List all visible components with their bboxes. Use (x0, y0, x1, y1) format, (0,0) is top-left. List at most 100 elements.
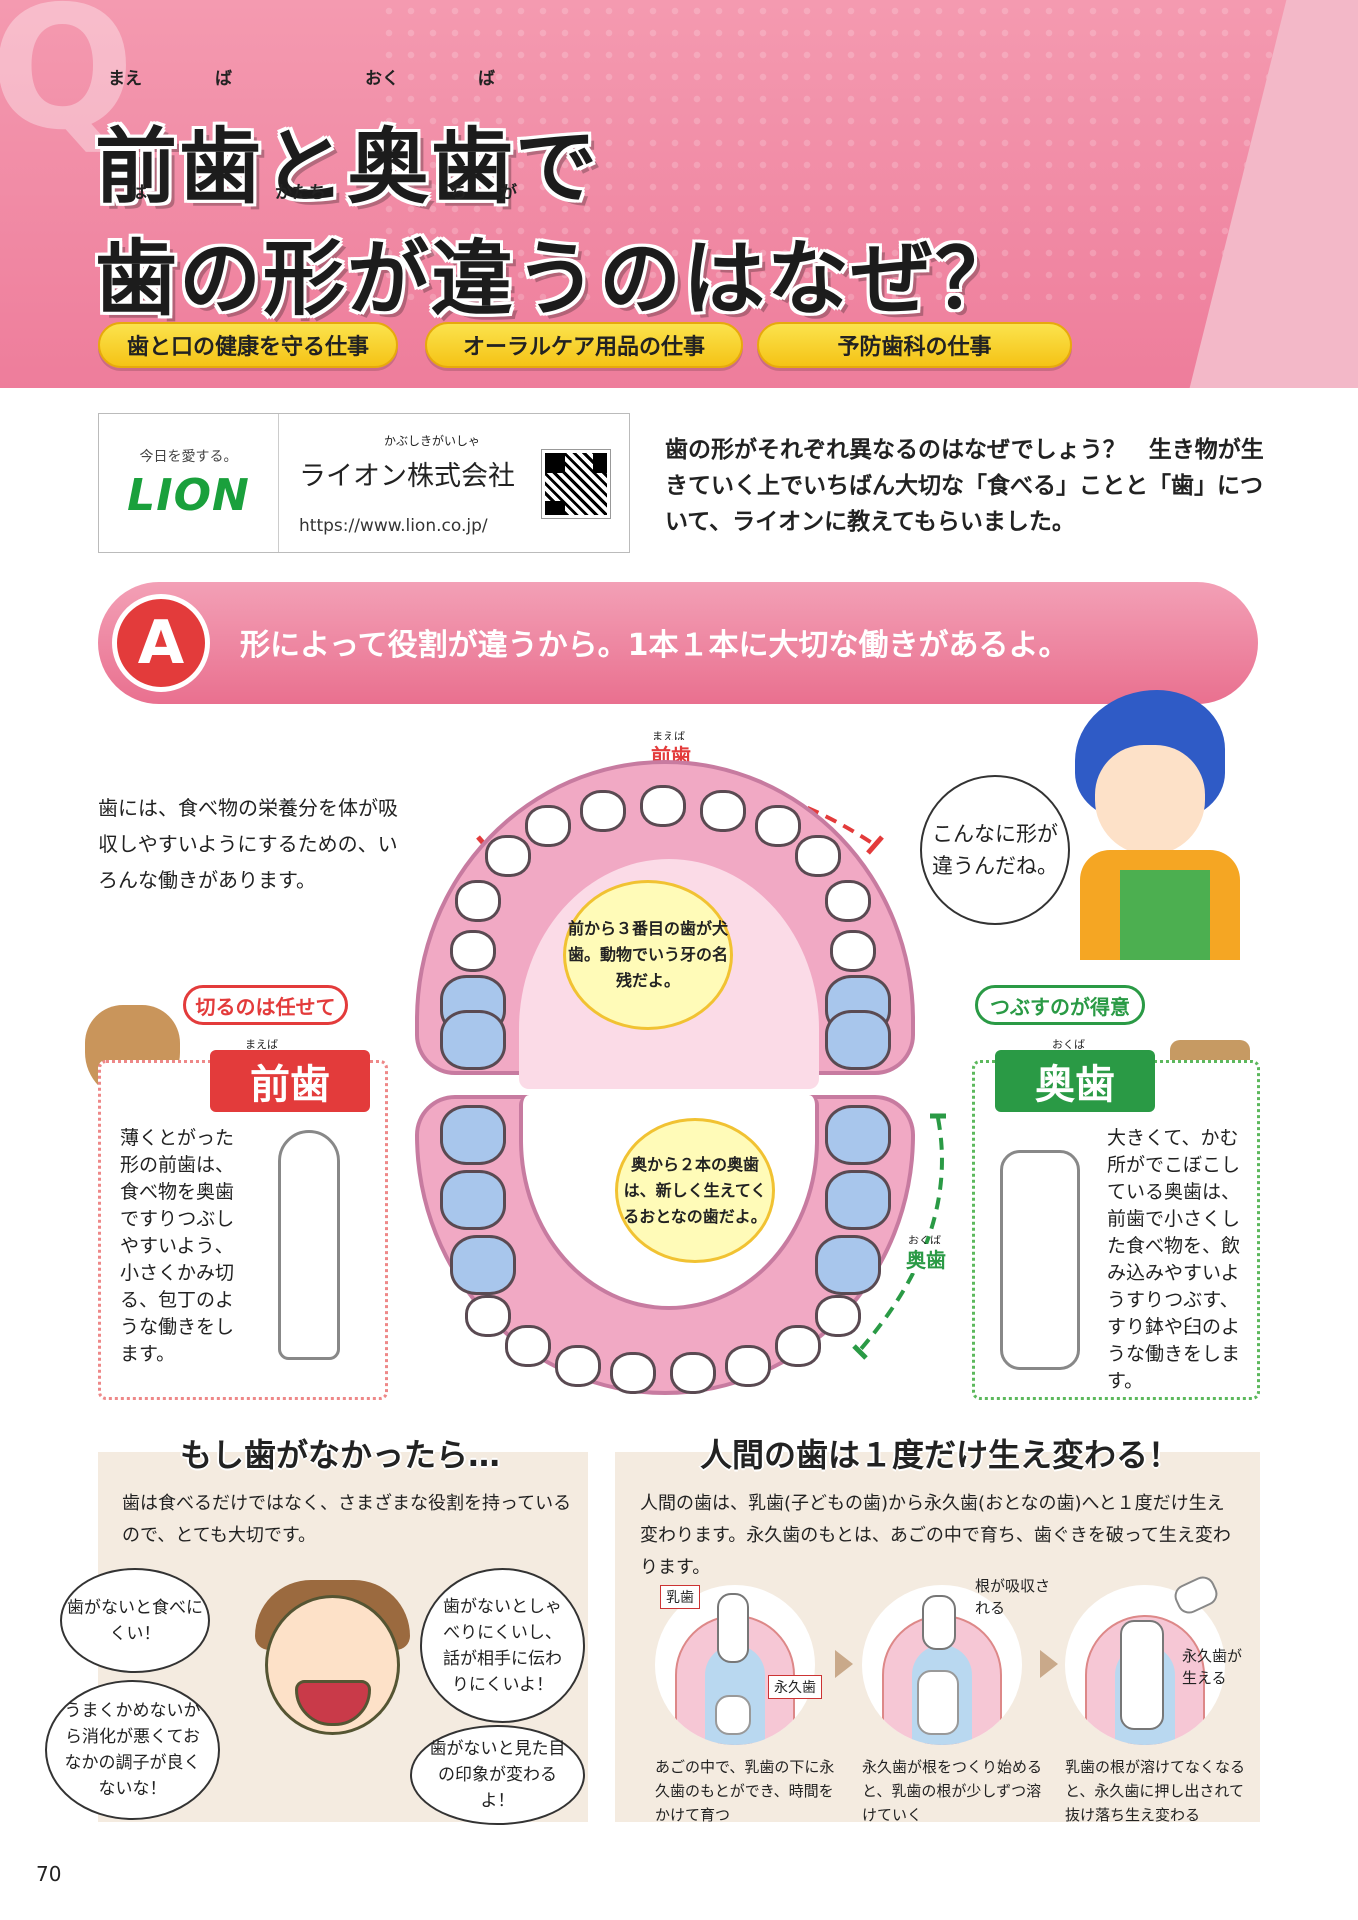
no-teeth-title: もし歯がなかったら… (180, 1436, 501, 1474)
answer-badge: A (112, 594, 210, 692)
lower-molar (450, 1235, 516, 1295)
step-2-caption: 永久歯が根をつくり始めると、乳歯の根が少しずつ溶けていく (862, 1758, 1043, 1824)
company-url[interactable]: https://www.lion.co.jp/ (299, 516, 488, 536)
back-teeth-label: 奥歯 (902, 1244, 950, 1273)
page-number: 70 (36, 1862, 62, 1886)
lower-incisor (725, 1345, 771, 1387)
lower-molar (815, 1235, 881, 1295)
tooth-change-text: 人間の歯は、乳歯(子どもの歯)から永久歯(おとなの歯)へと１度だけ生え変わります… (640, 1493, 1231, 1578)
tooth-change-title: 人間の歯は１度だけ生え変わる！ (700, 1436, 1181, 1474)
step-1-caption: あごの中で、乳歯の下に永久歯のもとができ、時間をかけて育つ (655, 1758, 835, 1824)
lower-incisor (670, 1352, 716, 1394)
lower-incisor (610, 1352, 656, 1394)
intro-text: 歯の形がそれぞれ異なるのはなぜでしょう？ 生き物が生きていく上でいちばん大切な「… (665, 437, 1264, 535)
upper-molar (440, 1010, 506, 1070)
career-tag-3: 予防歯科の仕事 (757, 322, 1072, 368)
upper-premolar (455, 880, 501, 922)
kid-character-face (1095, 745, 1205, 855)
step-2-illustration (862, 1585, 1022, 1745)
lower-molar (440, 1170, 506, 1230)
baby-tooth (717, 1593, 749, 1663)
bubble-hard-to-eat: 歯がないと食べにくい！ (60, 1568, 210, 1673)
upper-molar (825, 1010, 891, 1070)
q-mark-icon: Q (0, 0, 135, 168)
permanent-tooth-label: 永久歯 (768, 1675, 822, 1699)
ruby-ba: ば (215, 69, 232, 89)
bubble-appearance: 歯がないと見た目の印象が変わるよ！ (410, 1725, 585, 1825)
back-teeth-arc (852, 1113, 946, 1360)
lion-logo: 今日を愛する。 LION (99, 414, 279, 552)
header-dot-pattern (378, 0, 1358, 300)
molar-info-bubble: 奥から２本の奥歯は、新しく生えてくるおとなの歯だよ。 (615, 1118, 775, 1263)
bubble-digestion: うまくかめないから消化が悪くておなかの調子が良くないな！ (45, 1680, 220, 1820)
ruby-oku: おく (365, 69, 399, 89)
upper-premolar (450, 930, 496, 972)
upper-incisor (580, 790, 626, 832)
upper-canine (485, 835, 531, 877)
page-title-line-2: 歯の形が違うのはなぜ？ (95, 232, 1020, 327)
incisor-side-illustration (278, 1130, 340, 1360)
front-card-ruby: まえば (245, 1038, 278, 1051)
front-label-ruby: まえば (652, 730, 685, 743)
ruby-ha: は (130, 183, 147, 203)
upper-canine (795, 835, 841, 877)
upper-premolar (825, 880, 871, 922)
logo-tagline: 今日を愛する。 (139, 448, 238, 465)
kid-character-shirt (1120, 870, 1210, 960)
back-teeth-description: 大きくて、かむ所がでこぼこしている奥歯は、前歯で小さくした食べ物を、飲み込みやす… (1107, 1127, 1241, 1392)
front-teeth-heading: 前歯 (210, 1050, 370, 1112)
step-arrow-icon (1040, 1650, 1058, 1678)
baby-tooth (922, 1595, 956, 1650)
answer-text: 形によって役割が違うから。1本１本に大切な働きがあるよ。 (240, 628, 1069, 663)
lower-incisor (555, 1345, 601, 1387)
canine-info-bubble: 前から３番目の歯が犬歯。動物でいう牙の名残だよ。 (563, 880, 733, 1030)
qr-code-icon[interactable] (541, 449, 611, 519)
upper-incisor (640, 785, 686, 827)
back-card-ruby: おくば (1052, 1038, 1085, 1051)
back-label-ruby: おくば (908, 1234, 941, 1247)
teeth-function-note: 歯には、食べ物の栄養分を体が吸収しやすいようにするための、いろんな働きがあります… (98, 796, 398, 892)
upper-incisor (755, 805, 801, 847)
back-teeth-pill: つぶすのが得意 (975, 985, 1145, 1025)
step-arrow-icon (835, 1650, 853, 1678)
step-3-illustration (1065, 1585, 1225, 1745)
no-teeth-text: 歯は食べるだけではなく、さまざまな役割を持っているので、とても大切です。 (122, 1493, 572, 1546)
step-1-illustration (655, 1585, 815, 1745)
answer-banner: A 形によって役割が違うから。1本１本に大切な働きがあるよ。 (98, 582, 1258, 704)
career-tag-1: 歯と口の健康を守る仕事 (98, 322, 398, 368)
lower-canine (775, 1325, 821, 1367)
lower-molar (825, 1170, 891, 1230)
upper-incisor (700, 790, 746, 832)
bubble-hard-to-talk: 歯がないとしゃべりにくいし、話が相手に伝わりにくいよ！ (420, 1568, 585, 1723)
child-face-illustration (265, 1595, 400, 1735)
back-teeth-heading: 奥歯 (995, 1050, 1155, 1112)
page-title-line-1: 前歯と奥歯で (95, 120, 600, 215)
career-tag-2: オーラルケア用品の仕事 (425, 322, 743, 368)
ruby-ga: が (500, 183, 517, 203)
lower-premolar (815, 1295, 861, 1337)
step-3-caption: 乳歯の根が溶けてなくなると、永久歯に押し出されて抜け落ち生え変わる (1065, 1758, 1246, 1824)
front-teeth-pill: 切るのは任せて (183, 985, 348, 1025)
lower-premolar (465, 1295, 511, 1337)
ruby-mae: まえ (108, 69, 142, 89)
company-name: ライオン株式会社 (299, 461, 515, 492)
root-absorbed-label: 根が吸収される (975, 1577, 1051, 1617)
company-info-box: 今日を愛する。 LION かぶしきがいしゃ ライオン株式会社 https://w… (98, 413, 630, 553)
permanent-tooth (917, 1670, 959, 1735)
permanent-grows-label: 永久歯が生える (1182, 1647, 1243, 1687)
permanent-tooth (1120, 1620, 1164, 1730)
molar-side-illustration (1000, 1150, 1080, 1370)
lower-molar (825, 1105, 891, 1165)
ruby-katachi: かたち (275, 183, 326, 203)
ruby-chi: ち (450, 183, 467, 203)
logo-wordmark: LION (127, 469, 250, 521)
front-teeth-description: 薄くとがった形の前歯は、食べ物を奥歯ですりつぶしやすいよう、小さくかみ切る、包丁… (120, 1127, 235, 1365)
upper-incisor (525, 805, 571, 847)
lower-canine (505, 1325, 551, 1367)
upper-premolar (830, 930, 876, 972)
lower-molar (440, 1105, 506, 1165)
company-name-ruby: かぶしきがいしゃ (384, 434, 481, 448)
permanent-tooth-bud (715, 1695, 751, 1735)
kid-speech-bubble: こんなに形が違うんだね。 (920, 775, 1070, 925)
ruby-ba-2: ば (478, 69, 495, 89)
